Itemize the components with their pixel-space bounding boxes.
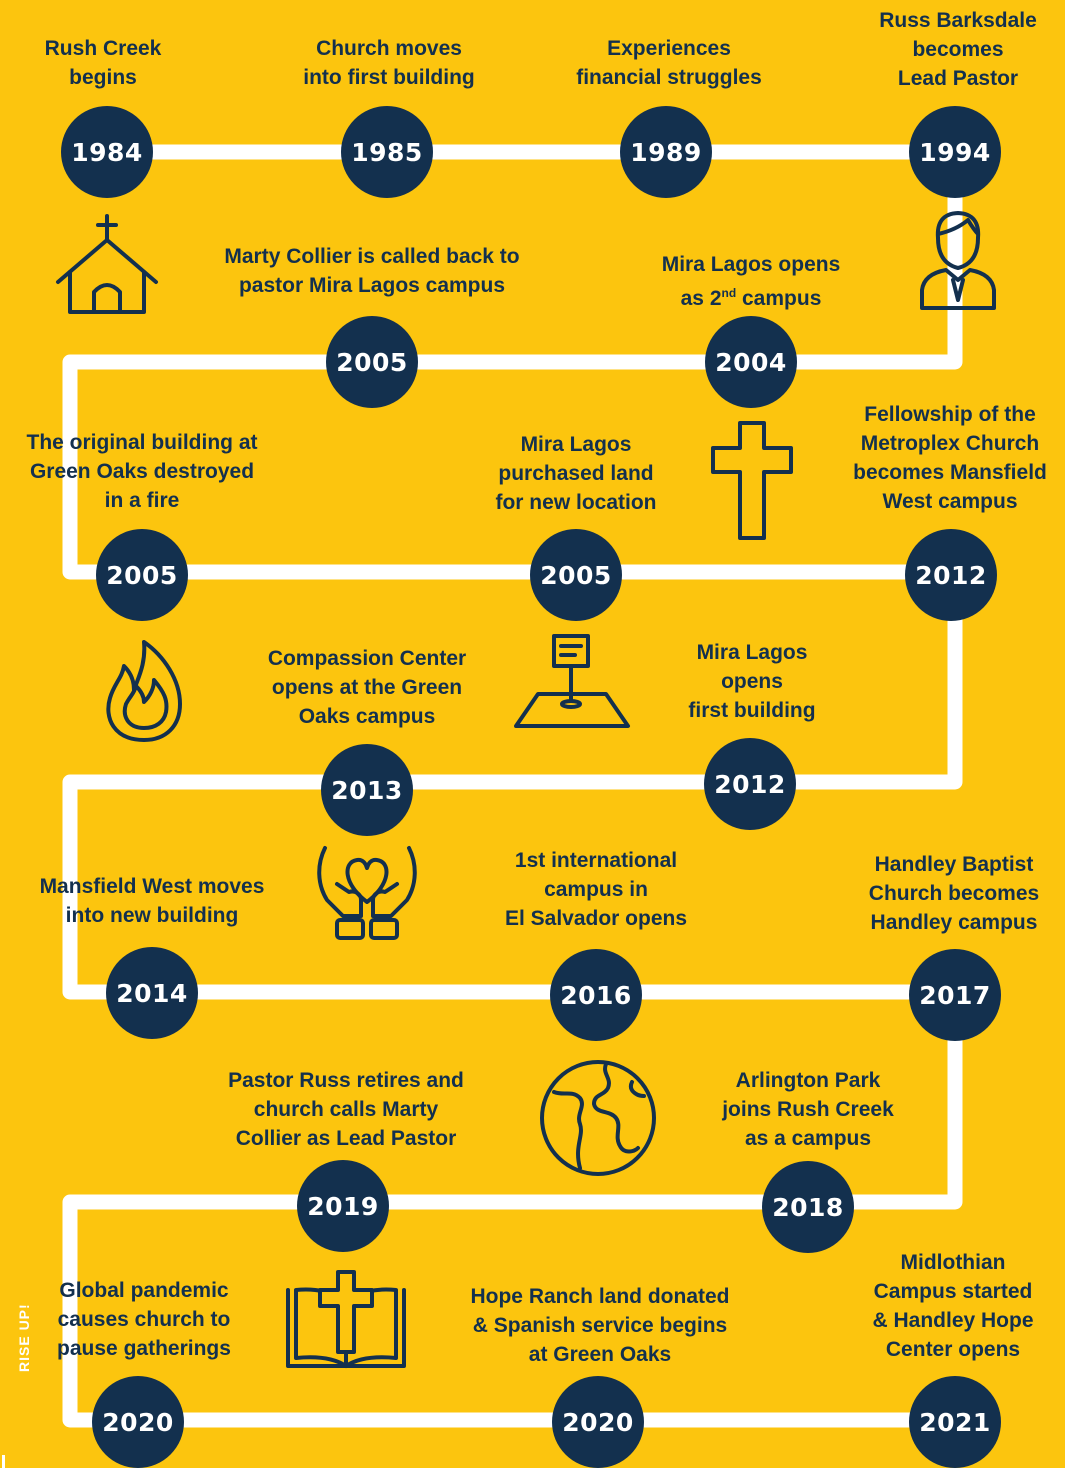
year-node-11: 2014 <box>106 947 198 1039</box>
year-node-9: 2012 <box>704 738 796 830</box>
year-node-16: 2020 <box>92 1376 184 1468</box>
milestone-label-4: Mira Lagos opens as 2nd campus <box>661 253 841 310</box>
milestone-label-2: Experiences financial struggles <box>576 37 762 89</box>
church-icon <box>56 214 158 314</box>
pastor-icon <box>920 211 996 310</box>
year-node-17: 2020 <box>552 1376 644 1468</box>
milestone-label-6: The original building at Green Oaks dest… <box>26 431 258 512</box>
fire-icon <box>106 640 182 742</box>
year-node-8: 2012 <box>905 529 997 621</box>
year-node-4: 2004 <box>705 316 797 408</box>
milestone-label-16: Global pandemic causes church to pause g… <box>57 1279 231 1360</box>
milestone-label-5: Marty Collier is called back to pastor M… <box>224 245 520 297</box>
year-node-18: 2021 <box>909 1376 1001 1468</box>
bible-cross-icon <box>286 1270 406 1368</box>
year-node-2: 1989 <box>620 106 712 198</box>
globe-icon <box>540 1060 656 1176</box>
cross-icon <box>711 421 793 540</box>
year-node-1: 1985 <box>341 106 433 198</box>
year-node-15: 2019 <box>297 1160 389 1252</box>
year-node-3: 1994 <box>909 106 1001 198</box>
year-node-13: 2017 <box>909 949 1001 1041</box>
year-node-14: 2018 <box>762 1161 854 1253</box>
milestone-label-8: Fellowship of the Metroplex Church becom… <box>853 403 1047 513</box>
year-node-12: 2016 <box>550 949 642 1041</box>
year-node-0: 1984 <box>61 106 153 198</box>
milestone-label-9: Mira Lagos opens first building <box>688 641 816 722</box>
milestone-label-18: Midlothian Campus started & Handley Hope… <box>872 1251 1034 1361</box>
year-node-6: 2005 <box>96 529 188 621</box>
milestone-label-15: Pastor Russ retires and church calls Mar… <box>228 1069 464 1150</box>
milestone-label-11: Mansfield West moves into new building <box>39 875 265 927</box>
year-node-5: 2005 <box>326 316 418 408</box>
milestone-label-3: Russ Barksdale becomes Lead Pastor <box>879 9 1037 90</box>
land-sign-icon <box>514 634 630 728</box>
brand-tick <box>2 1455 5 1468</box>
heart-hands-icon <box>317 846 417 940</box>
milestone-label-17: Hope Ranch land donated & Spanish servic… <box>470 1285 730 1366</box>
milestone-label-12: 1st international campus in El Salvador … <box>504 849 688 930</box>
milestone-label-10: Compassion Center opens at the Green Oak… <box>267 647 467 728</box>
milestone-label-13: Handley Baptist Church becomes Handley c… <box>868 853 1040 934</box>
milestone-label-0: Rush Creek begins <box>44 37 162 89</box>
milestone-label-1: Church moves into first building <box>303 37 475 89</box>
year-node-7: 2005 <box>530 529 622 621</box>
milestone-label-7: Mira Lagos purchased land for new locati… <box>495 433 657 514</box>
milestone-label-14: Arlington Park joins Rush Creek as a cam… <box>722 1069 894 1150</box>
year-node-10: 2013 <box>321 744 413 836</box>
